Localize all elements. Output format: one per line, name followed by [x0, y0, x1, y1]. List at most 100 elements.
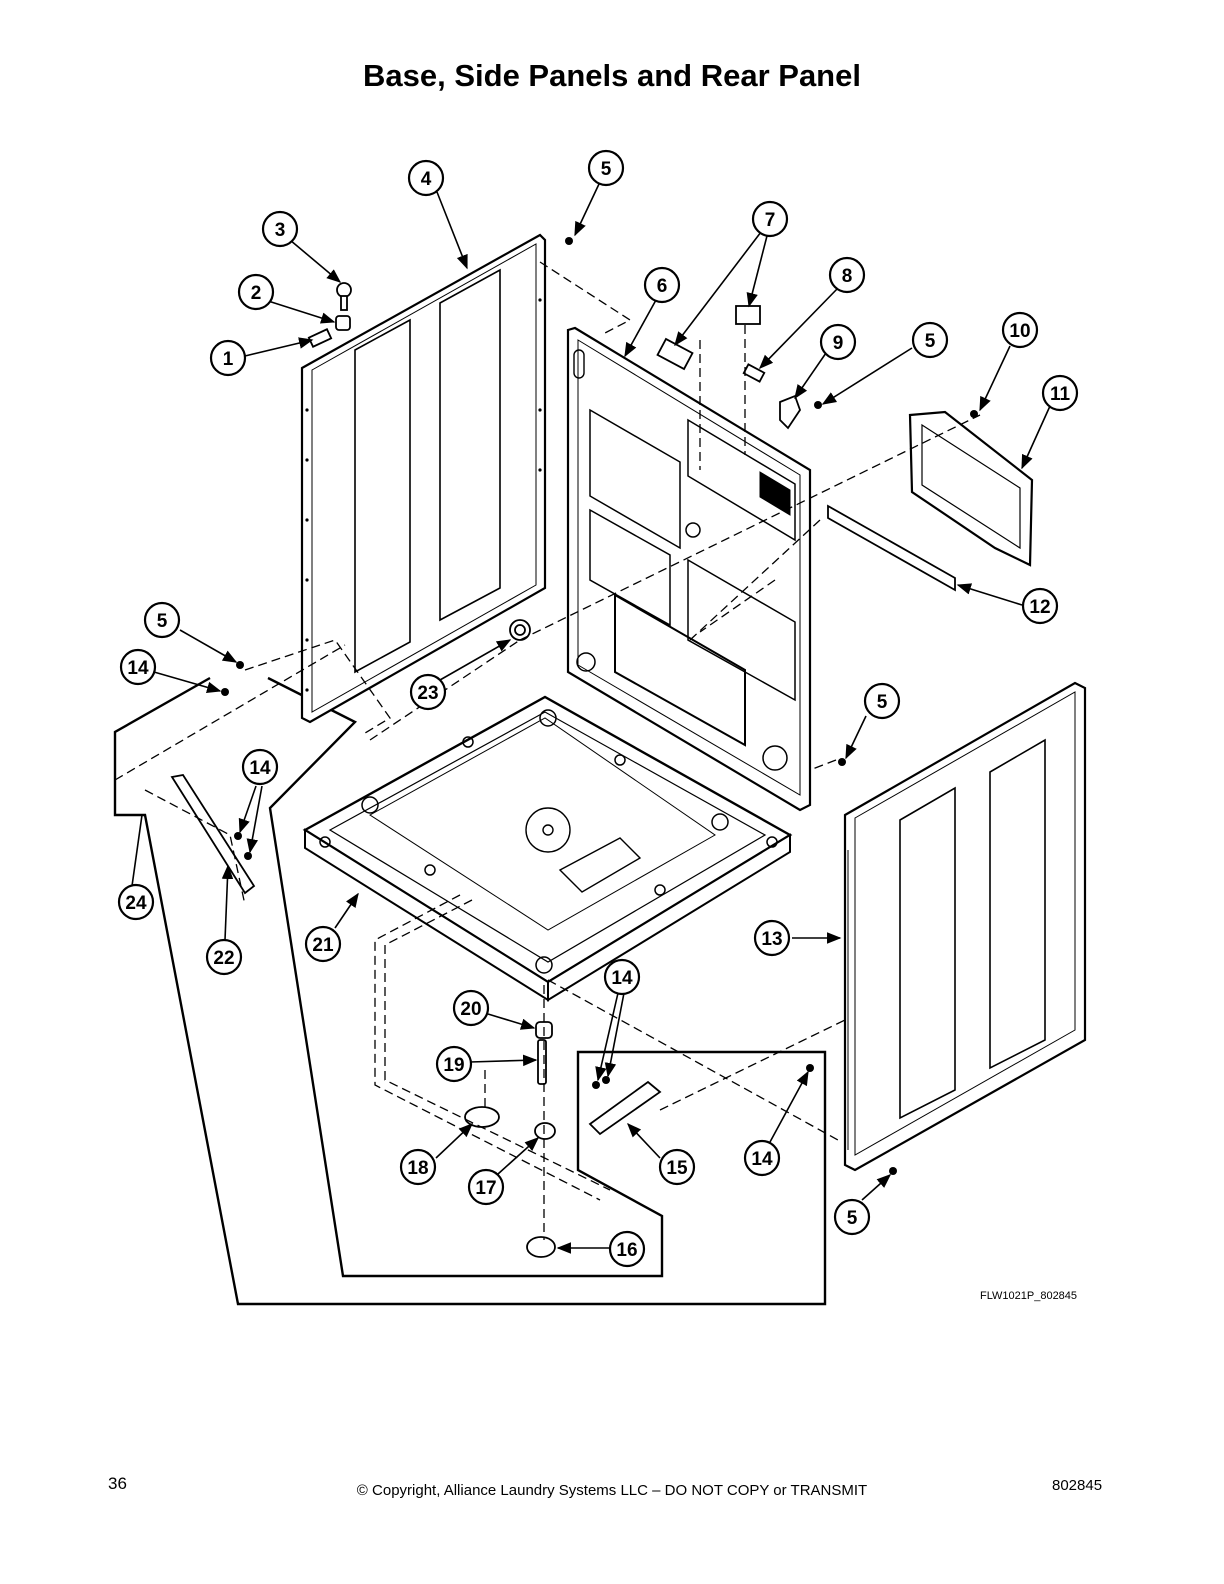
- callout-circle: [467, 1168, 505, 1206]
- callout-16: 16: [608, 1230, 646, 1268]
- callout-label: 13: [761, 929, 782, 950]
- callout-circle: [205, 938, 243, 976]
- callout-label: 23: [417, 683, 438, 704]
- callout-circle: [241, 748, 279, 786]
- callout-circle: [1021, 587, 1059, 625]
- right-side-panel: [843, 681, 1087, 1172]
- callout-circle: [833, 1198, 871, 1236]
- callout-22: 22: [205, 938, 243, 976]
- callout-label: 9: [833, 333, 844, 354]
- callout-circle: [304, 925, 342, 963]
- callout-circle: [407, 159, 445, 197]
- callout-8: 8: [828, 256, 866, 294]
- callout-label: 19: [443, 1055, 464, 1076]
- callout-label: 24: [125, 893, 147, 914]
- assembly-lines: [114, 261, 981, 1240]
- callout-label: 14: [611, 968, 633, 989]
- callout-6: 6: [643, 266, 681, 304]
- callout-circle: [117, 883, 155, 921]
- drawing-id: FLW1021P_802845: [980, 1290, 1078, 1302]
- callout-14: 14: [119, 648, 157, 686]
- callout-3: 3: [261, 210, 299, 248]
- callout-7: 7: [751, 200, 789, 238]
- callout-19: 19: [435, 1045, 473, 1083]
- callout-circle: [753, 919, 791, 957]
- callout-label: 5: [925, 331, 936, 352]
- callout-14: 14: [603, 958, 641, 996]
- page-number: 36: [108, 1474, 127, 1493]
- callout-circle: [399, 1148, 437, 1186]
- page-title: Base, Side Panels and Rear Panel: [363, 58, 861, 93]
- callout-circle: [658, 1148, 696, 1186]
- callout-circle: [743, 1139, 781, 1177]
- callout-13: 13: [753, 919, 791, 957]
- leader-arrows: [131, 183, 1051, 1254]
- callout-label: 15: [666, 1158, 688, 1179]
- callout-5: 5: [143, 601, 181, 639]
- callout-circle: [237, 273, 275, 311]
- access-cover: [908, 410, 1034, 567]
- callout-label: 12: [1029, 597, 1050, 618]
- callout-circle: [587, 149, 625, 187]
- left-side-panel: [300, 233, 547, 724]
- callout-circle: [911, 321, 949, 359]
- callout-15: 15: [658, 1148, 696, 1186]
- base-outline: [113, 676, 827, 1306]
- callout-label: 5: [877, 692, 888, 713]
- left-side-panel-holes: [305, 298, 542, 692]
- small-parts: [170, 282, 801, 1258]
- callout-circle: [863, 682, 901, 720]
- callout-20: 20: [452, 989, 490, 1027]
- callout-circle: [261, 210, 299, 248]
- callout-18: 18: [399, 1148, 437, 1186]
- callout-circle: [751, 200, 789, 238]
- callout-label: 21: [312, 935, 334, 956]
- callout-circle: [819, 323, 857, 361]
- callout-24: 24: [117, 883, 155, 921]
- callout-label: 14: [127, 658, 149, 679]
- callout-label: 1: [223, 349, 234, 370]
- callout-23: 23: [409, 673, 447, 711]
- callout-label: 14: [751, 1149, 773, 1170]
- callout-label: 2: [251, 283, 262, 304]
- callout-11: 11: [1041, 374, 1079, 412]
- callout-circle: [603, 958, 641, 996]
- callout-circle: [409, 673, 447, 711]
- callout-label: 5: [157, 611, 168, 632]
- callout-label: 7: [765, 210, 776, 231]
- callout-12: 12: [1021, 587, 1059, 625]
- callout-circle: [1041, 374, 1079, 412]
- callout-label: 5: [847, 1208, 858, 1229]
- callout-5: 5: [911, 321, 949, 359]
- callout-label: 6: [657, 276, 668, 297]
- callout-17: 17: [467, 1168, 505, 1206]
- callout-label: 8: [842, 266, 853, 287]
- callout-14: 14: [743, 1139, 781, 1177]
- copyright-notice: © Copyright, Alliance Laundry Systems LL…: [356, 1482, 868, 1499]
- callout-circle: [143, 601, 181, 639]
- callout-21: 21: [304, 925, 342, 963]
- rear-panel: [566, 326, 812, 812]
- callout-5: 5: [587, 149, 625, 187]
- callout-circle: [608, 1230, 646, 1268]
- callout-label: 17: [475, 1178, 496, 1199]
- document-number: 802845: [1052, 1477, 1103, 1494]
- callout-circle: [643, 266, 681, 304]
- callout-circle: [1001, 311, 1039, 349]
- callout-label: 5: [601, 159, 612, 180]
- callout-circle: [435, 1045, 473, 1083]
- callout-label: 3: [275, 220, 286, 241]
- base-frame-feet-holes: [319, 709, 778, 974]
- callout-14: 14: [241, 748, 279, 786]
- rear-strip: [827, 504, 956, 592]
- callout-4: 4: [407, 159, 445, 197]
- callout-circle: [209, 339, 247, 377]
- callout-label: 10: [1009, 321, 1030, 342]
- callout-label: 4: [421, 169, 432, 190]
- callout-label: 18: [407, 1158, 428, 1179]
- base-frame: [302, 695, 793, 1002]
- callout-label: 22: [213, 948, 234, 969]
- callout-9: 9: [819, 323, 857, 361]
- callout-label: 16: [616, 1240, 637, 1261]
- callout-label: 14: [249, 758, 271, 779]
